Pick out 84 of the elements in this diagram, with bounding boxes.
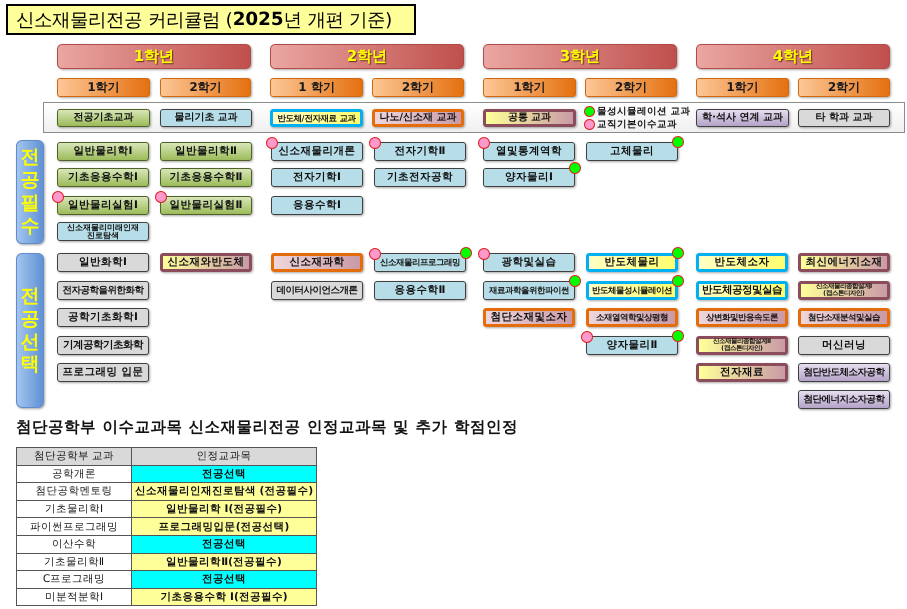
- table-cell: 신소재물리인재진로탐색 (전공필수): [132, 482, 316, 500]
- course-box: 첨단소재및소자: [483, 308, 575, 327]
- table-cell: 공학개론: [16, 465, 132, 483]
- semester-header: 1 학기: [270, 78, 363, 97]
- legend-key: 나노/신소재 교과: [372, 109, 464, 127]
- table-cell: 전공선택: [132, 535, 316, 554]
- course-box: 양자물리Ⅰ: [483, 168, 575, 187]
- table-cell: 기초응용수학 Ⅰ(전공필수): [132, 588, 316, 606]
- legend-key: 타 학과 교과: [798, 109, 890, 127]
- semester-header: 2학기: [372, 78, 464, 97]
- semester-header: 1학기: [483, 78, 576, 97]
- course-box: 응용수학Ⅰ: [271, 196, 363, 215]
- title: 신소재물리전공 커리큘럼 (2025년 개편 기준): [6, 4, 416, 35]
- course-box: 신소재와반도체: [160, 253, 252, 272]
- course-box: 기초전자공학: [374, 168, 466, 187]
- table-cell: 첨단공학멘토링: [16, 482, 132, 500]
- course-box: 열및통계역학: [483, 142, 575, 161]
- table-cell: 기초물리학Ⅱ: [16, 553, 132, 571]
- course-box: 첨단반도체소자공학: [798, 363, 890, 382]
- course-box: 최신에너지소재: [798, 253, 890, 272]
- year-header: 1학년: [57, 44, 251, 69]
- semester-header: 2학기: [585, 78, 677, 97]
- year-header: 4학년: [696, 44, 890, 69]
- table-cell: C프로그래밍: [16, 570, 132, 588]
- column-header: 첨단공학부 교과: [16, 448, 132, 466]
- semester-header: 1학기: [696, 78, 789, 97]
- column-header: 인정교과목: [132, 448, 316, 466]
- legend-key: 물리기초 교과: [160, 109, 252, 127]
- course-box: 데이터사이언스개론: [271, 281, 363, 300]
- course-box: 소재열역학및상평형: [586, 308, 678, 327]
- course-box: 일반화학Ⅰ: [57, 253, 149, 272]
- course-box: 전자재료: [696, 363, 788, 382]
- course-box: 신소재물리미래인재 진로탐색: [57, 222, 149, 241]
- course-box: 고체물리: [586, 142, 678, 161]
- course-box: 반도체물성시뮬레이션: [586, 281, 678, 300]
- legend-key: 전공기초교과: [57, 109, 150, 127]
- semester-header: 2학기: [160, 78, 251, 97]
- course-box: 기초응용수학Ⅱ: [160, 168, 252, 187]
- course-box: 응용수학Ⅱ: [374, 281, 466, 300]
- course-box: 상변화및반응속도론: [696, 308, 788, 327]
- course-box: 전자공학을위한화학: [57, 281, 149, 300]
- course-box: 프로그래밍 입문: [57, 363, 149, 382]
- table-cell: 기초물리학Ⅰ: [16, 500, 132, 518]
- legend-key: 학·석사 연계 교과: [696, 109, 789, 127]
- course-box: 광학및실습: [483, 253, 575, 272]
- course-box: 전자기학Ⅱ: [374, 142, 466, 161]
- course-box: 첨단소재분석및실습: [798, 308, 890, 327]
- year-header: 2학년: [270, 44, 464, 69]
- category-band: 전공선택: [16, 253, 44, 408]
- legend-key: 반도체/전자재료 교과: [270, 109, 363, 127]
- course-box: 첨단에너지소자공학: [798, 390, 890, 409]
- course-box: 반도체물리: [586, 253, 678, 272]
- course-box: 신소재과학: [271, 253, 363, 272]
- table-cell: 프로그래밍입문(전공선택): [132, 518, 316, 536]
- semester-header: 1학기: [57, 78, 150, 97]
- table-cell: 이산수학: [16, 535, 132, 554]
- course-box: 일반물리학Ⅱ: [160, 142, 252, 161]
- table-cell: 전공선택: [132, 570, 316, 588]
- semester-header: 2학기: [798, 78, 890, 97]
- category-band: 전공필수: [16, 140, 44, 244]
- course-box: 신소재물리개론: [271, 142, 363, 161]
- course-box: 반도체소자: [696, 253, 788, 272]
- course-box: 일반물리학Ⅰ: [57, 142, 149, 161]
- table-cell: 일반물리학 Ⅰ(전공필수): [132, 500, 316, 518]
- table-cell: 파이썬프로그래밍: [16, 518, 132, 536]
- table-cell: 전공선택: [132, 465, 316, 483]
- legend-label: 물성시뮬레이션 교과: [597, 105, 690, 118]
- course-box: 반도체공정및실습: [696, 281, 788, 300]
- course-box: 일반물리실험Ⅱ: [160, 196, 252, 215]
- course-box: 일반물리실험Ⅰ: [57, 196, 149, 215]
- course-box: 기초응용수학Ⅰ: [57, 168, 149, 187]
- legend-label: 교직기본이수교과: [597, 118, 677, 131]
- table-cell: 미분적분학Ⅰ: [16, 588, 132, 606]
- table-heading: 첨단공학부 이수교과목 신소재물리전공 인정교과목 및 추가 학점인정: [16, 417, 519, 438]
- year-header: 3학년: [483, 44, 677, 69]
- course-box: 기계공학기초화학: [57, 336, 149, 355]
- table-cell: 일반물리학Ⅱ(전공필수): [132, 553, 316, 571]
- course-box: 전자기학Ⅰ: [271, 168, 363, 187]
- course-box: 재료과학을위한파이썬: [483, 281, 575, 300]
- course-box: 공학기초화학Ⅰ: [57, 308, 149, 327]
- course-box: 머신러닝: [798, 336, 890, 355]
- course-box: 양자물리Ⅱ: [586, 336, 678, 355]
- legend-key: 공통 교과: [483, 109, 576, 127]
- course-box: 신소재물리프로그래밍: [374, 253, 466, 272]
